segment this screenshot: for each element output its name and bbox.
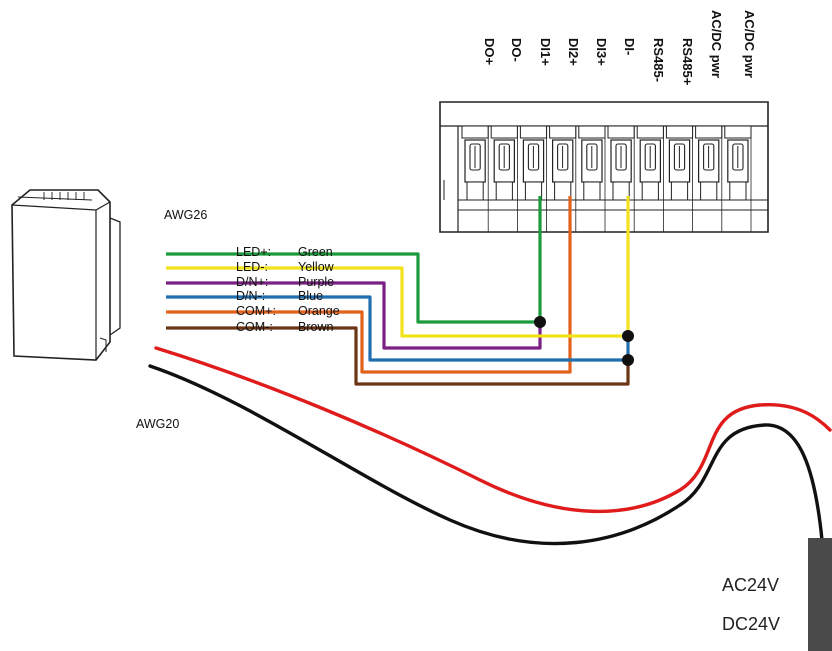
wire-entry [466,181,484,201]
pin-label-di3-plus: DI3+ [594,38,609,66]
terminal-slot [490,125,518,232]
junction-green-purple [534,316,546,328]
sensor-device [11,189,121,361]
wire-entry [641,181,659,201]
wire-signal-led-plus: LED+: [236,245,271,259]
pin-label-do-plus: DO+ [482,38,497,66]
terminal-slot [695,125,723,232]
wire-color-yellow: Yellow [298,260,335,274]
wire-color-blue: Blue [298,289,323,303]
junction-yellow [622,330,634,342]
power-cable [148,346,832,546]
pin-label-di1-plus: DI1+ [538,38,553,66]
wire-color-green: Green [298,245,333,259]
wire-entry [554,181,572,201]
slot-top [665,125,694,139]
wire-signal-com-plus: COM+: [236,304,276,318]
terminal-slot [549,125,577,232]
power-supply-ac-label: AC24V [722,575,779,595]
pin-label-ac-dc-pwr-2: AC/DC pwr [742,10,757,78]
wire-labels: LED+: Green LED-: Yellow D/N+: Purple D/… [236,245,340,334]
wire-color-purple: Purple [298,275,334,289]
terminal-slot [724,125,752,232]
pin-label-di2-plus: DI2+ [566,38,581,66]
terminal-slot [636,125,664,232]
pin-label-do-minus: DO- [509,38,524,62]
wire-entry [495,181,513,201]
wire-orange [166,196,572,374]
slot-top [695,125,723,139]
pin-labels: DO+ DO- DI1+ DI2+ DI3+ DI- RS485- RS485+… [482,10,757,86]
wire-entry [670,181,689,201]
wire-entry [524,181,543,201]
power-supply-body [808,538,832,651]
slot-top [724,125,752,139]
slot-top [636,125,664,139]
terminal-slots [461,125,752,232]
gauge-label-awg20: AWG20 [136,417,179,431]
wire-blue [166,295,628,362]
wire-signal-com-minus: COM-: [236,320,273,334]
wire-signal-led-minus: LED-: [236,260,268,274]
slot-top [490,125,518,139]
pin-label-ac-dc-pwr-1: AC/DC pwr [709,10,724,78]
wire-entry [583,181,601,201]
power-supply: AC24V DC24V [722,538,832,651]
power-supply-dc-label: DC24V [722,614,780,634]
wire-color-orange: Orange [298,304,340,318]
power-wire-black [148,364,824,546]
wire-entry [612,181,630,201]
slot-top [607,125,635,139]
wire-entry [700,181,718,201]
wire-signal-dn-minus: D/N-: [236,289,265,303]
slot-top [549,125,577,139]
signal-wires [166,196,630,386]
slot-top [519,125,548,139]
wire-signal-dn-plus: D/N+: [236,275,268,289]
gauge-label-awg26: AWG26 [164,208,207,222]
power-wire-red [154,346,832,514]
wire-purple [166,281,542,350]
wire-brown [166,326,630,386]
pin-label-rs485-minus: RS485- [651,38,666,82]
wire-green [166,252,540,324]
wire-entry [729,181,747,201]
terminal-slot [461,125,489,232]
pin-label-rs485-plus: RS485+ [680,38,695,86]
terminal-slot [665,125,694,232]
junctions [534,316,634,366]
wire-color-brown: Brown [298,320,333,334]
terminal-slot [607,125,635,232]
terminal-slot [519,125,548,232]
wire-yellow [166,266,628,338]
junction-blue-brown [622,354,634,366]
terminal-slot [578,125,606,232]
slot-top [461,125,489,139]
terminal-block [439,101,769,233]
slot-top [578,125,606,139]
pin-label-di-minus: DI- [622,38,637,55]
